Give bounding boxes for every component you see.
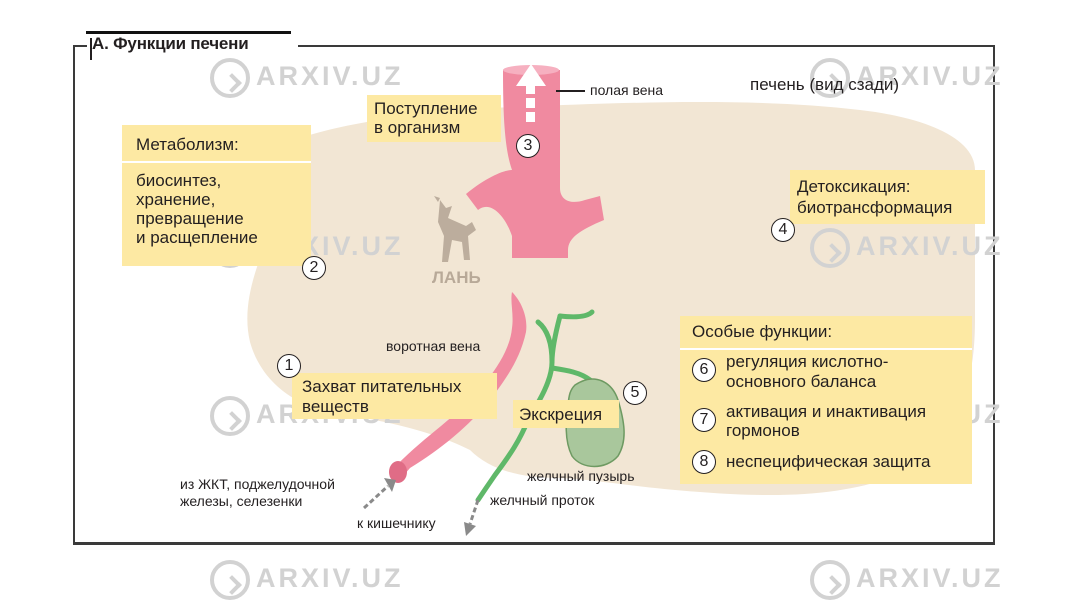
title-tick — [90, 38, 92, 60]
intake-box: Поступление в организм — [367, 95, 501, 142]
bile-duct — [475, 309, 595, 503]
nutrients-line: Захват питательных — [302, 377, 462, 396]
bile-duct-label: желчный проток — [490, 492, 595, 508]
to-intestine-label: к кишечнику — [357, 515, 436, 531]
special-item-line: активация и инактивация — [726, 402, 927, 421]
figure-frame — [73, 45, 995, 545]
metabolism-title: Метаболизм: — [136, 135, 239, 154]
watermark-icon — [210, 58, 250, 98]
watermark: ARXIV.UZ — [810, 228, 1004, 268]
frame-top-left — [73, 45, 87, 47]
watermark: ARXIV.UZ — [210, 560, 404, 600]
frame-top-right — [298, 45, 995, 47]
figure-title: А. Функции печени — [92, 34, 249, 53]
detox-line: биотрансформация — [797, 198, 953, 217]
number-badge: 2 — [302, 256, 326, 280]
watermark-icon — [810, 228, 850, 268]
gallbladder-label: желчный пузырь — [527, 468, 635, 484]
from-git-label: из ЖКТ, поджелудочной железы, селезенки — [180, 476, 335, 509]
number-badge: 6 — [692, 358, 716, 382]
excretion-box: Экскреция — [513, 400, 619, 428]
number-badge: 7 — [692, 408, 716, 432]
special-item-line: регуляция кислотно- — [726, 352, 889, 371]
vena-cava — [466, 70, 604, 258]
metabolism-line: биосинтез, — [136, 171, 222, 190]
special-item-line: основного баланса — [726, 372, 877, 391]
special-item-line: гормонов — [726, 421, 800, 440]
watermark: ARXIV.UZ — [810, 560, 1004, 600]
metabolism-box: Метаболизм: биосинтез, хранение, превращ… — [122, 125, 311, 266]
metabolism-line: и расщепление — [136, 228, 258, 247]
watermark: ARXIV.UZ — [210, 58, 404, 98]
arrow-from-git — [362, 478, 396, 510]
title-rule — [86, 31, 291, 34]
publisher-logo-text: ЛАНЬ — [432, 268, 481, 287]
metabolism-line: превращение — [136, 209, 244, 228]
vena-cava-label: полая вена — [590, 82, 664, 98]
detox-line: Детоксикация: — [797, 177, 911, 196]
special-functions-box: Особые функции: 6 регуляция кислотно- ос… — [680, 316, 972, 484]
special-item-line: неспецифическая защита — [726, 452, 931, 471]
liver-label: печень (вид сзади) — [750, 75, 900, 94]
arrow-to-intestine — [464, 499, 480, 536]
excretion-label: Экскреция — [519, 405, 603, 424]
number-badge: 3 — [516, 134, 540, 158]
number-badge: 5 — [623, 381, 647, 405]
nutrients-box: Захват питательных веществ — [292, 373, 497, 419]
up-arrow-icon — [516, 64, 546, 122]
nutrients-line: веществ — [302, 397, 369, 416]
box-divider — [122, 161, 311, 163]
portal-vein — [392, 292, 527, 482]
watermark-icon — [810, 58, 850, 98]
special-title: Особые функции: — [692, 322, 833, 341]
intake-line: в организм — [374, 118, 461, 137]
watermark-icon — [810, 560, 850, 600]
number-badge: 1 — [277, 354, 301, 378]
number-badge: 4 — [771, 218, 795, 242]
portal-vein-label: воротная вена — [386, 338, 481, 354]
number-badge: 8 — [692, 450, 716, 474]
watermark: ARXIV.UZ — [810, 58, 1004, 98]
watermark-icon — [210, 560, 250, 600]
detox-box: Детоксикация: биотрансформация — [790, 170, 985, 224]
watermark-icon — [210, 396, 250, 436]
publisher-deer-logo — [434, 196, 476, 262]
portal-vein-end — [389, 461, 407, 483]
metabolism-line: хранение, — [136, 190, 216, 209]
intake-line: Поступление — [374, 99, 478, 118]
box-divider — [680, 348, 972, 350]
